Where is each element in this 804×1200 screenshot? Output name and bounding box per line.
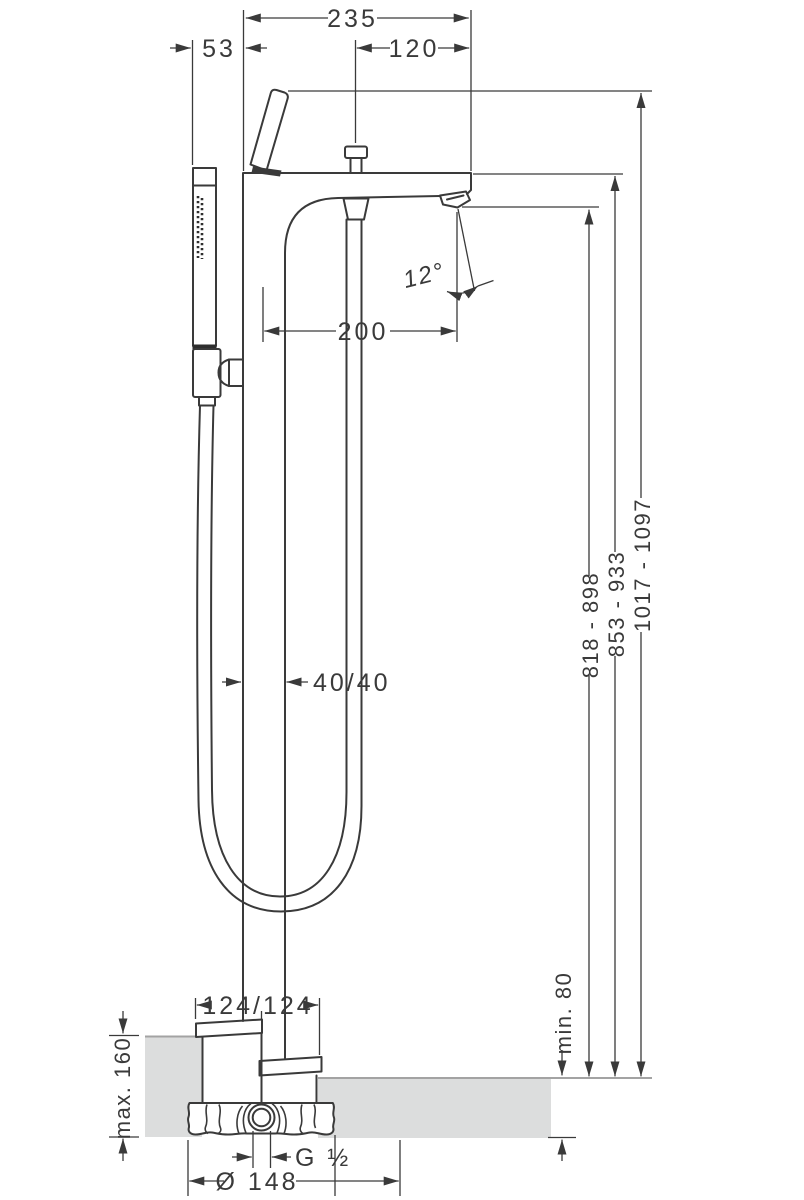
dim-spout-reach-200: 200 bbox=[262, 212, 458, 346]
dim-120-label: 120 bbox=[389, 35, 440, 63]
block-mount-curves bbox=[236, 1102, 287, 1134]
mixer-lever-handle bbox=[249, 88, 289, 172]
hose-inner-line bbox=[210, 218, 348, 898]
dim-818-label: 818 - 898 bbox=[578, 572, 603, 678]
connection-socket-inner bbox=[251, 1107, 272, 1128]
dim-853-label: 853 - 933 bbox=[604, 551, 629, 657]
rough-in-block bbox=[186, 1102, 336, 1136]
ext-lines-124 bbox=[194, 998, 321, 1055]
base-plate-left bbox=[195, 1018, 263, 1038]
dim-235-label: 235 bbox=[327, 5, 378, 33]
holder-clip-bump bbox=[217, 358, 230, 387]
dim-53-label: 53 bbox=[202, 35, 236, 63]
shower-hose bbox=[196, 197, 370, 913]
angle-arc-tail bbox=[477, 279, 494, 287]
dim-g12-label: G ½ bbox=[295, 1144, 351, 1172]
diverter-knob-cap bbox=[344, 145, 368, 159]
ext-lines-200 bbox=[262, 212, 458, 342]
ticks-max160 bbox=[109, 1034, 139, 1138]
base-body-lines bbox=[201, 1032, 318, 1103]
mixer-outline bbox=[242, 172, 472, 1059]
dim-floor-min-80: min. 80 bbox=[548, 972, 576, 1161]
block-texture-squiggles bbox=[204, 1104, 317, 1135]
base-plate-right bbox=[258, 1056, 323, 1077]
dim-spout-angle-12deg: 12° bbox=[400, 208, 494, 302]
floor-slab-right bbox=[318, 1078, 551, 1138]
dim-base-diameter-148: Ø 148 bbox=[187, 1135, 401, 1196]
hose-outer-line bbox=[196, 218, 363, 913]
hose-connector bbox=[198, 396, 216, 407]
angle-ray bbox=[457, 208, 476, 292]
dim-outlet-height-818-898: 818 - 898 bbox=[578, 209, 603, 1077]
height-extension-lines bbox=[288, 90, 652, 208]
dim-148-label: Ø 148 bbox=[215, 1168, 298, 1196]
dim-floor-max-160: max. 160 bbox=[109, 1011, 139, 1161]
dim-diverter-offset-120: 120 bbox=[354, 35, 470, 143]
dim-lever-height-1017-1097: 1017 - 1097 bbox=[630, 93, 655, 1077]
dim-overall-width-235: 235 bbox=[242, 5, 472, 171]
dim-124-label: 124/124 bbox=[202, 992, 313, 1020]
dim-4040-label: 40/40 bbox=[313, 669, 391, 697]
dim-riser-profile-4040: 40/40 bbox=[222, 669, 391, 697]
dim-200-label: 200 bbox=[338, 318, 389, 346]
base-assembly bbox=[195, 1018, 323, 1103]
lever-base bbox=[251, 166, 282, 177]
ext-lines-148 bbox=[187, 1135, 401, 1196]
hand-shower-grip-ring bbox=[192, 344, 217, 349]
spout-aerator bbox=[439, 190, 471, 209]
angle-arc bbox=[446, 285, 479, 302]
floor-section bbox=[145, 1035, 652, 1138]
dim-hand-shower-offset-53: 53 bbox=[170, 35, 267, 165]
ext-lines-g12 bbox=[252, 1131, 272, 1168]
diverter-knob-stem bbox=[349, 157, 363, 174]
dim-deck-height-853-933: 853 - 933 bbox=[604, 176, 629, 1077]
shower-holder bbox=[192, 348, 222, 398]
dim-connection-g12: G ½ bbox=[232, 1131, 351, 1172]
dim-1017-label: 1017 - 1097 bbox=[630, 498, 655, 632]
hand-shower-body bbox=[192, 167, 217, 347]
dim-min80-label: min. 80 bbox=[551, 972, 576, 1055]
dim-base-plate-124: 124/124 bbox=[194, 992, 321, 1055]
mixer-body bbox=[242, 88, 472, 1059]
hose-outlet-cone bbox=[342, 197, 370, 221]
dim-max160-label: max. 160 bbox=[110, 1037, 135, 1140]
hand-shower bbox=[192, 167, 244, 407]
holder-clip bbox=[228, 358, 244, 387]
dim-12deg-label: 12° bbox=[400, 258, 448, 294]
